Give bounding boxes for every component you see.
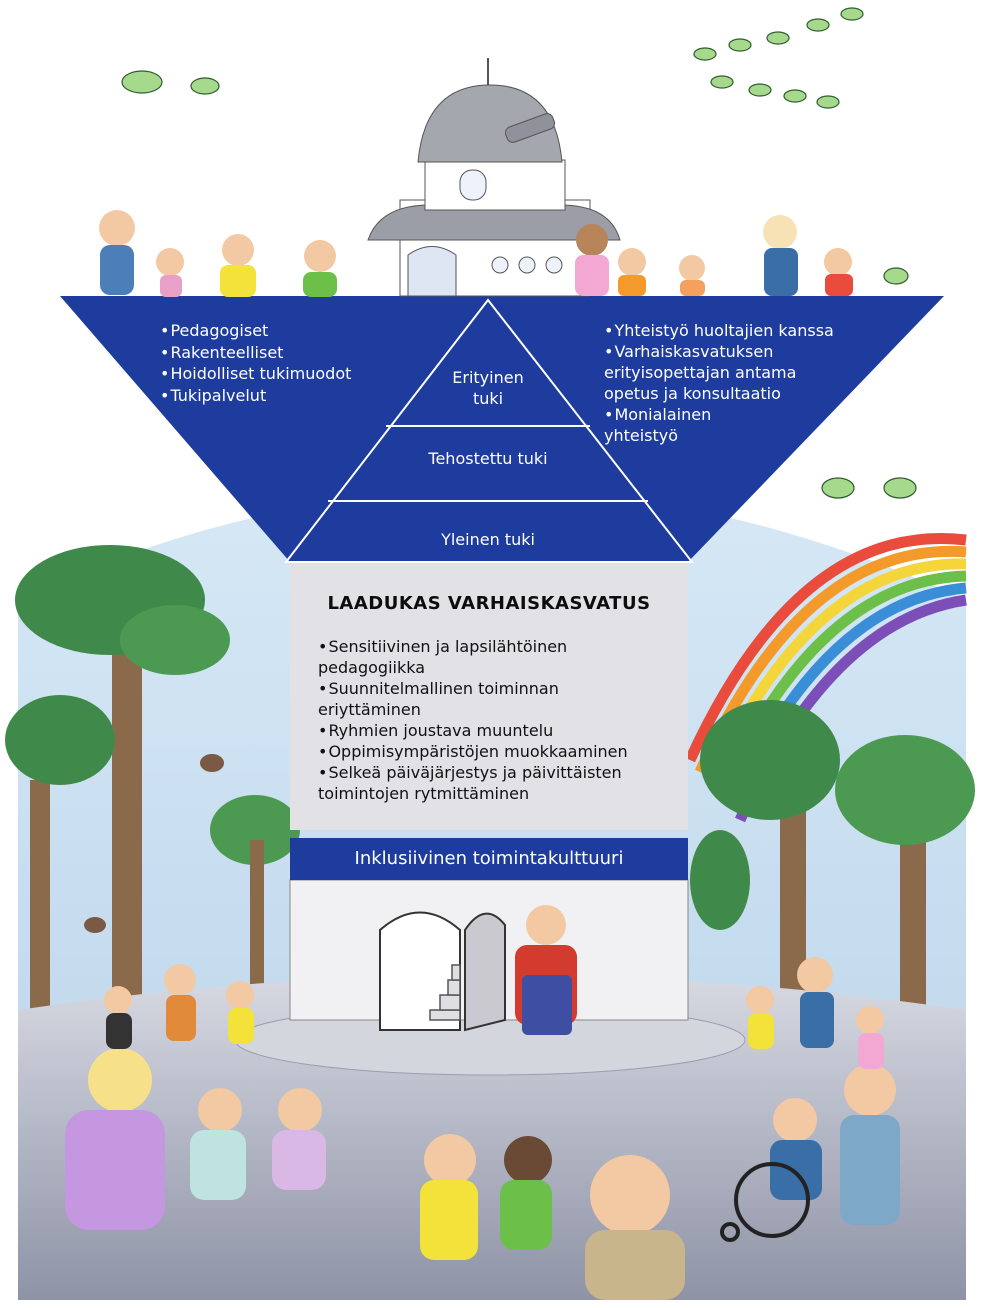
core-title: LAADUKAS VARHAISKASVATUS	[327, 593, 651, 614]
support-form-item: Hoidolliset tukimuodot	[160, 363, 351, 385]
rainbow-icon	[685, 533, 967, 823]
core-practices-list: Sensitiivinen ja lapsilähtöinen pedagogi…	[318, 636, 628, 804]
core-practice-item: Oppimisympäristöjen muokkaaminen	[318, 741, 627, 762]
bird-icon	[121, 7, 917, 499]
support-pyramid	[283, 298, 695, 563]
inclusive-culture-label: Inklusiivinen toimintakulttuuri	[354, 848, 624, 869]
cooperation-item: Varhaiskasvatuksen erityisopettajan anta…	[604, 341, 834, 404]
squirrel-icon	[84, 754, 224, 933]
core-practice-item: Suunnitelmallinen toiminnan eriyttäminen	[318, 678, 628, 720]
child-icon	[65, 905, 900, 1300]
cooperation-item: Yhteistyö huoltajien kanssa	[604, 320, 833, 341]
ground	[18, 975, 966, 1300]
culture-band	[290, 838, 688, 880]
cooperation-list: Yhteistyö huoltajien kanssa Varhaiskasva…	[604, 320, 834, 446]
support-form-item: Pedagogiset	[160, 320, 351, 342]
core-practice-item: Selkeä päiväjärjestys ja päivittäisten t…	[318, 762, 628, 804]
support-forms-list: Pedagogiset Rakenteelliset Hoidolliset t…	[160, 320, 351, 406]
support-form-item: Rakenteelliset	[160, 342, 351, 364]
cooperation-item: Monialainen yhteistyö	[604, 404, 834, 446]
tree-icon	[5, 545, 300, 1070]
tier-general-support: Yleinen tuki	[441, 530, 535, 549]
observatory-icon	[367, 58, 621, 297]
tier-special-support: Erityinen tuki	[452, 368, 524, 408]
child-icon	[99, 210, 853, 297]
tier-intensified-support: Tehostettu tuki	[428, 449, 548, 468]
stairs-icon	[429, 964, 461, 1021]
core-practice-item: Sensitiivinen ja lapsilähtöinen pedagogi…	[318, 636, 628, 678]
core-practice-item: Ryhmien joustava muuntelu	[318, 720, 628, 741]
wheelchair-icon	[720, 1162, 810, 1242]
support-form-item: Tukipalvelut	[160, 385, 351, 407]
